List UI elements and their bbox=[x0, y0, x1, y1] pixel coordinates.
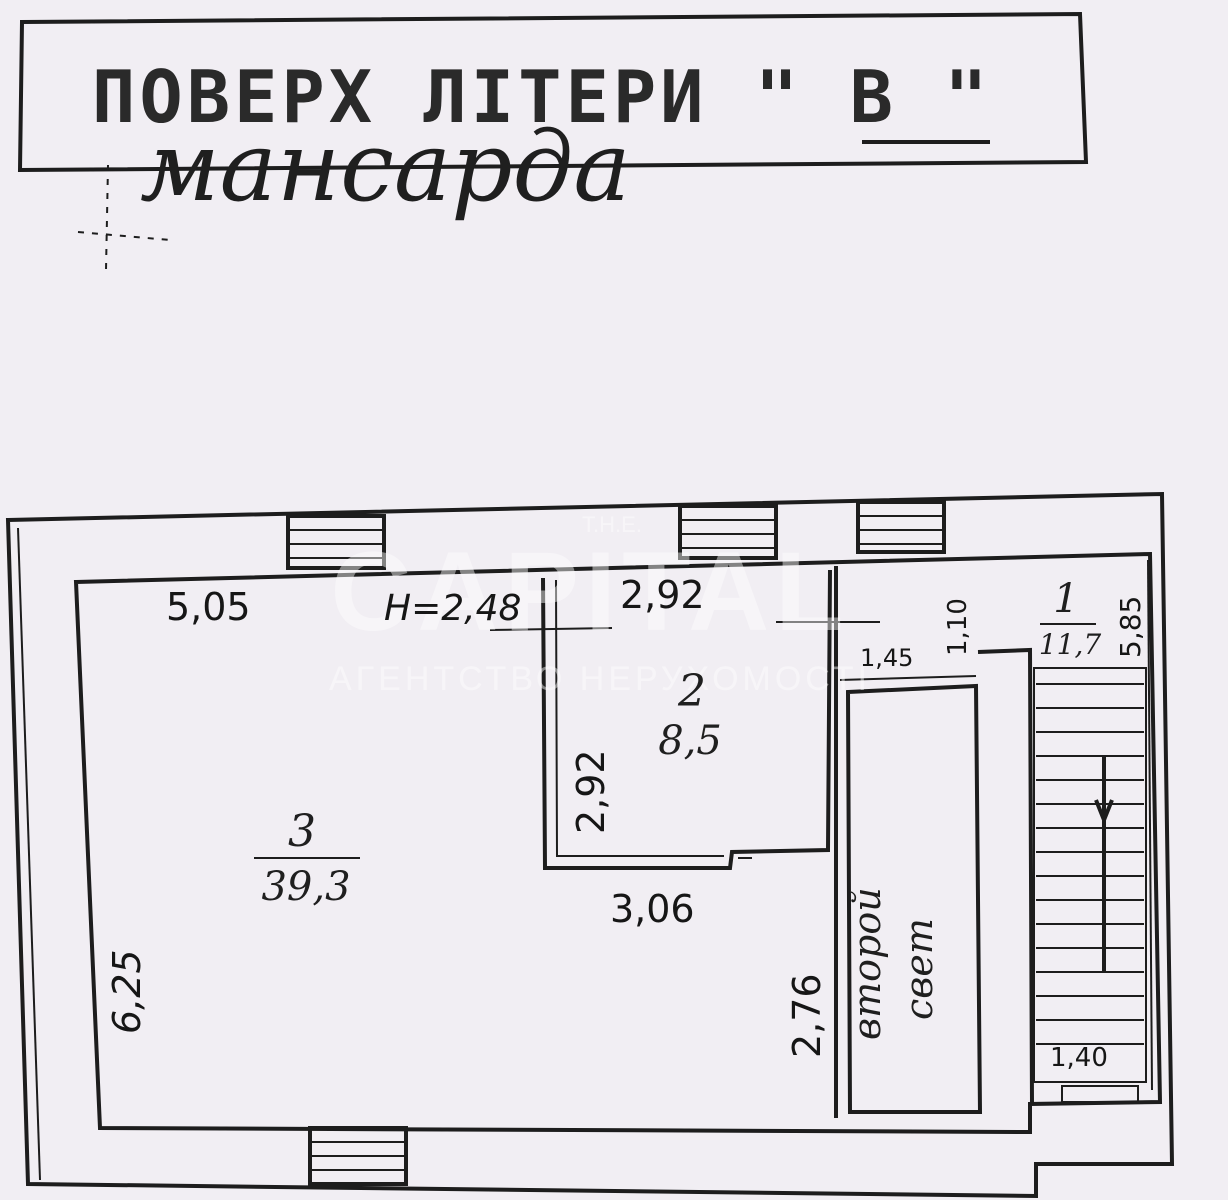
height-label: Н=2,48 bbox=[384, 588, 521, 629]
staircase bbox=[1033, 667, 1147, 1083]
dim-hall-small: 1,10 bbox=[943, 598, 973, 656]
watermark-line3: АГЕНТСТВО НЕРУХОМОСТІ bbox=[329, 660, 871, 698]
room-2-number: 2 bbox=[677, 666, 706, 717]
second-light-label: второй свет bbox=[845, 887, 941, 1040]
room-1-area: 11,7 bbox=[1039, 628, 1102, 661]
window-top-1 bbox=[286, 514, 386, 570]
watermark-logo: CAPITAL bbox=[331, 529, 850, 654]
room-3-area: 39,3 bbox=[261, 864, 350, 910]
second-light-line2: свет bbox=[897, 918, 941, 1020]
stamp-title: ПОВЕРХ ЛІТЕРИ " В " bbox=[92, 55, 992, 139]
header-stamp: ПОВЕРХ ЛІТЕРИ " В " мансарда bbox=[17, 11, 1089, 271]
dim-right-vertical: 2,76 bbox=[785, 973, 829, 1058]
watermark: T.H.E. CAPITAL АГЕНТСТВО НЕРУХОМОСТІ bbox=[329, 512, 871, 698]
building-walls bbox=[5, 491, 1175, 1199]
dim-stair-side: 5,85 bbox=[1114, 596, 1147, 658]
watermark-line1: T.H.E. bbox=[582, 512, 642, 537]
window-stair bbox=[1061, 1085, 1139, 1103]
handwritten-subtitle: мансарда bbox=[140, 111, 631, 223]
room-1-number: 1 bbox=[1053, 576, 1078, 622]
dim-room3-top: 5,05 bbox=[166, 585, 251, 629]
room-3-label: 3 39,3 bbox=[254, 806, 360, 910]
room-2-area: 8,5 bbox=[658, 718, 722, 764]
dim-room2-top: 2,92 bbox=[620, 573, 705, 617]
room-labels: 3 39,3 2 8,5 1 11,7 второй свет bbox=[254, 576, 1101, 1040]
dim-room3-left: 6,25 bbox=[105, 949, 149, 1034]
room-3-number: 3 bbox=[288, 806, 316, 857]
window-top-2 bbox=[678, 504, 778, 560]
window-bottom bbox=[308, 1126, 408, 1186]
registration-mark-horizontal bbox=[77, 231, 171, 241]
room-1-label: 1 11,7 bbox=[1039, 576, 1102, 661]
windows bbox=[286, 500, 1139, 1186]
dimension-labels: 5,05 Н=2,48 2,92 1,45 3,06 1,40 6,25 2,9… bbox=[105, 573, 1147, 1073]
registration-mark bbox=[105, 164, 109, 271]
dim-room2-bottom: 3,06 bbox=[610, 887, 695, 931]
window-top-3 bbox=[856, 500, 946, 554]
second-light-line1: второй bbox=[845, 887, 889, 1040]
dim-room2-left: 2,92 bbox=[569, 749, 613, 834]
dim-stair-bottom: 1,40 bbox=[1050, 1043, 1108, 1073]
dim-hall-width: 1,45 bbox=[860, 644, 913, 672]
room-2-label: 2 8,5 bbox=[658, 666, 722, 764]
